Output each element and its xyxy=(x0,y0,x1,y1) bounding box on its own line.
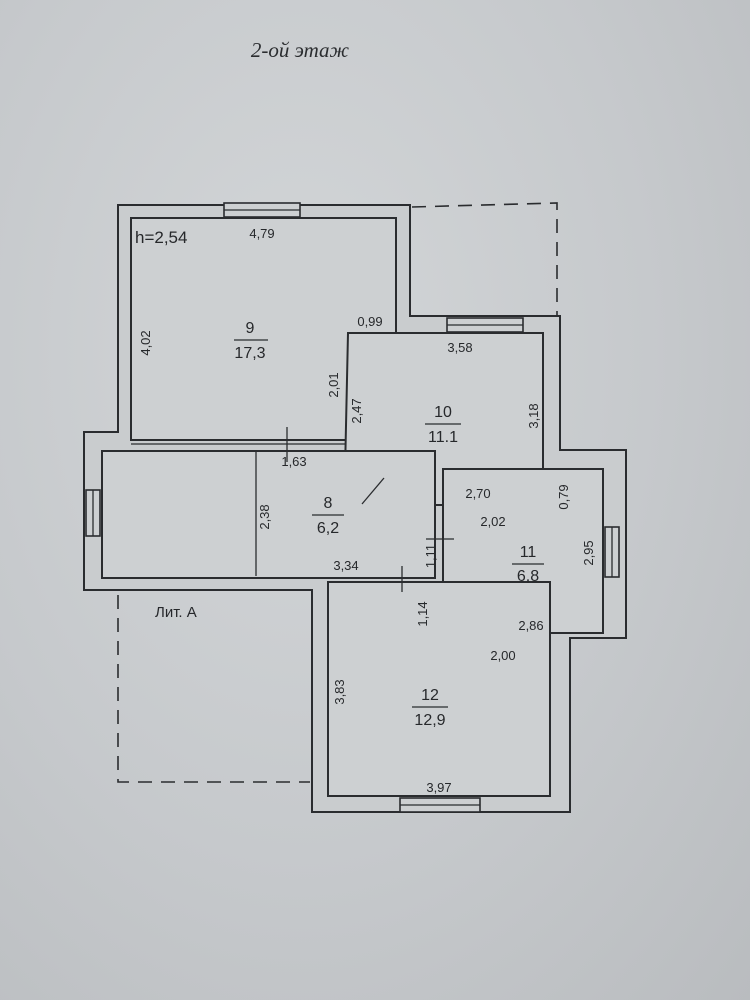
dashed-outline-top-right xyxy=(411,202,558,316)
dashed-outline-left xyxy=(117,595,310,783)
dim-201: 2,01 xyxy=(326,372,341,397)
litera-label: Лит. А xyxy=(155,604,197,621)
dim-270: 2,70 xyxy=(465,486,490,501)
room-11-area: 6,8 xyxy=(517,568,539,585)
room-10-number: 10 xyxy=(434,404,452,421)
room-12-number: 12 xyxy=(421,687,439,704)
dim-247: 2,47 xyxy=(349,398,364,423)
dim-202: 2,02 xyxy=(480,514,505,529)
dim-111: 1,11 xyxy=(423,544,438,568)
room-12-outline xyxy=(327,581,551,797)
dim-397: 3,97 xyxy=(426,780,451,795)
dim-200: 2,00 xyxy=(490,648,515,663)
dim-295: 2,95 xyxy=(581,540,596,565)
room-8-area: 6,2 xyxy=(317,520,339,537)
dim-479: 4,79 xyxy=(249,226,274,241)
dim-358: 3,58 xyxy=(447,340,472,355)
room-11-number: 11 xyxy=(520,544,537,561)
dim-402: 4,02 xyxy=(138,330,153,355)
room-8-number: 8 xyxy=(324,495,333,512)
dim-286: 2,86 xyxy=(518,618,543,633)
dim-163: 1,63 xyxy=(281,454,306,469)
room-10-area: 11.1 xyxy=(428,429,458,446)
dim-318: 3,18 xyxy=(526,403,541,428)
dim-114: 1,14 xyxy=(415,601,430,626)
room-12-area: 12,9 xyxy=(414,712,445,729)
dim-079: 0,79 xyxy=(556,484,571,509)
page-title: 2-ой этаж xyxy=(250,38,350,62)
dim-099: 0,99 xyxy=(357,314,382,329)
room-9-area: 17,3 xyxy=(234,345,265,362)
dim-383: 3,83 xyxy=(332,679,347,704)
dim-334: 3,34 xyxy=(333,558,358,573)
door-mark-10 xyxy=(361,477,385,505)
dim-238: 2,38 xyxy=(257,504,272,529)
ceiling-height-label: h=2,54 xyxy=(135,228,187,247)
room-8-outline xyxy=(101,450,436,579)
room-9-number: 9 xyxy=(246,320,255,337)
